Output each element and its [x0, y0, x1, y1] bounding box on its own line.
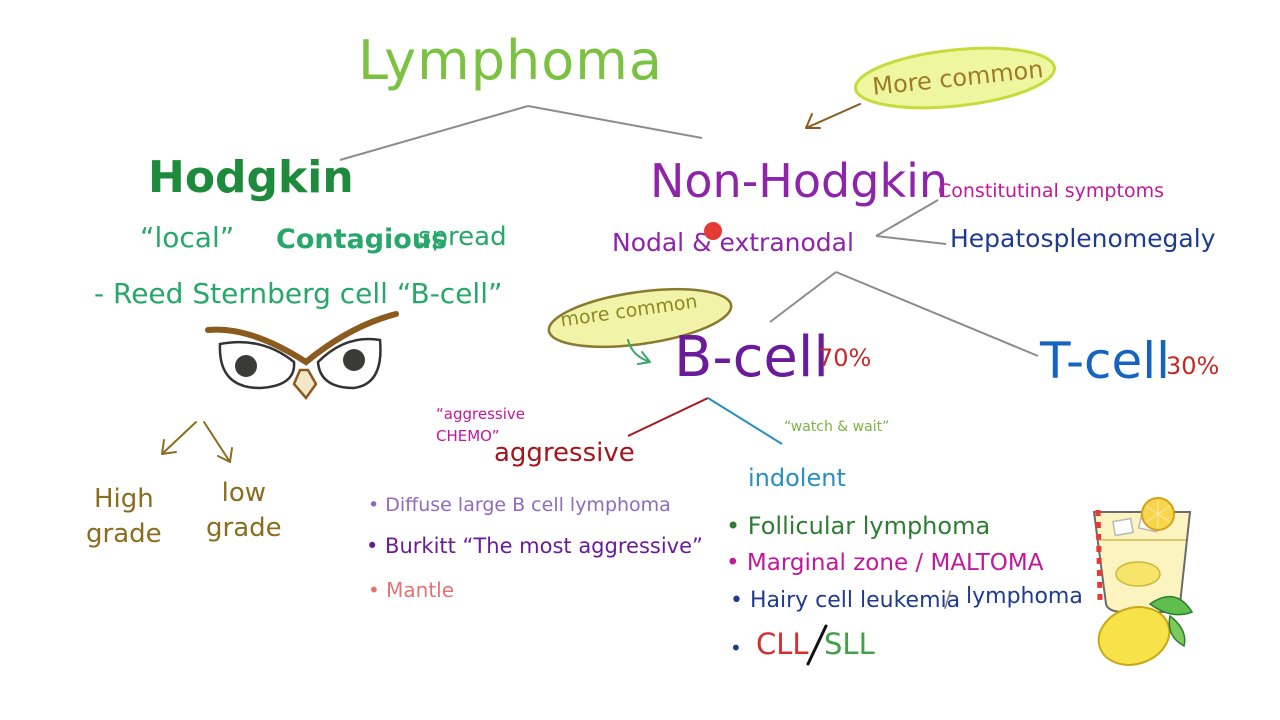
arrow-curved-icon	[627, 339, 651, 365]
bcell-heading: B-cell	[674, 325, 829, 390]
arrow-down-left-icon	[161, 421, 197, 455]
bcell-percent: 70%	[818, 344, 872, 372]
lemon-icon	[1097, 595, 1194, 666]
connector-bcell-aggressive	[627, 397, 709, 437]
hodgkin-heading: Hodgkin	[148, 152, 354, 203]
connector-bcell-indolent	[707, 397, 783, 445]
list-item: • Burkitt “The most aggressive”	[366, 534, 703, 558]
constitutional-symptoms-text: Constitutinal symptoms	[938, 180, 1164, 202]
list-item: • Hairy cell leukemia	[730, 588, 961, 613]
connector-lymphoma-nonhodgkin	[527, 105, 703, 139]
cll-text: CLL	[756, 627, 809, 661]
arrow-down-left-icon	[805, 103, 861, 129]
list-item: • Marginal zone / MALTOMA	[726, 550, 1044, 576]
low-grade-text: low grade	[206, 478, 282, 544]
connector-nh-tcell	[835, 271, 1039, 357]
nodal-extranodal-text: Nodal & extranodal	[612, 228, 854, 257]
cll-bullet: •	[730, 636, 742, 660]
list-item: • Mantle	[368, 578, 455, 602]
connector-nh-constitutional	[875, 199, 939, 237]
connector-lymphoma-hodgkin	[339, 105, 529, 161]
cll-sll-divider	[806, 624, 828, 666]
lemonade-glass-icon	[1092, 497, 1192, 613]
local-text: “local”	[140, 221, 235, 254]
diagram-title: Lymphoma	[358, 29, 663, 92]
owl-eyes-icon	[205, 311, 399, 401]
non-hodgkin-heading: Non-Hodgkin	[650, 154, 949, 208]
aggressive-chemo-note: “aggressive CHEMO”	[436, 405, 525, 445]
reed-sternberg-text: - Reed Sternberg cell “B-cell”	[94, 277, 503, 310]
sll-text: SLL	[824, 627, 875, 661]
connector-nh-hepato	[875, 235, 947, 245]
more-common-highlight	[854, 46, 1056, 110]
indolent-heading: indolent	[748, 464, 846, 492]
list-item: • Follicular lymphoma	[726, 512, 991, 540]
high-grade-text: High grade	[86, 484, 162, 550]
tcell-heading: T-cell	[1040, 332, 1171, 390]
slash-separator: /	[944, 588, 952, 613]
list-item: • Diffuse large B cell lymphoma	[368, 494, 671, 516]
hepatosplenomegaly-text: Hepatosplenomegaly	[950, 224, 1216, 253]
arrow-down-right-icon	[203, 421, 233, 463]
contagious-text: Contagious	[276, 224, 448, 255]
spread-text: spread	[418, 222, 507, 252]
pointer-dot-icon	[704, 222, 722, 240]
connector-nh-bcell	[769, 271, 837, 323]
watch-and-wait-note: “watch & wait”	[784, 419, 890, 435]
lymphoma-suffix-text: lymphoma	[966, 584, 1083, 609]
bcell-more-common-highlight	[547, 287, 733, 349]
aggressive-heading: aggressive	[494, 438, 635, 468]
tcell-percent: 30%	[1166, 352, 1220, 380]
